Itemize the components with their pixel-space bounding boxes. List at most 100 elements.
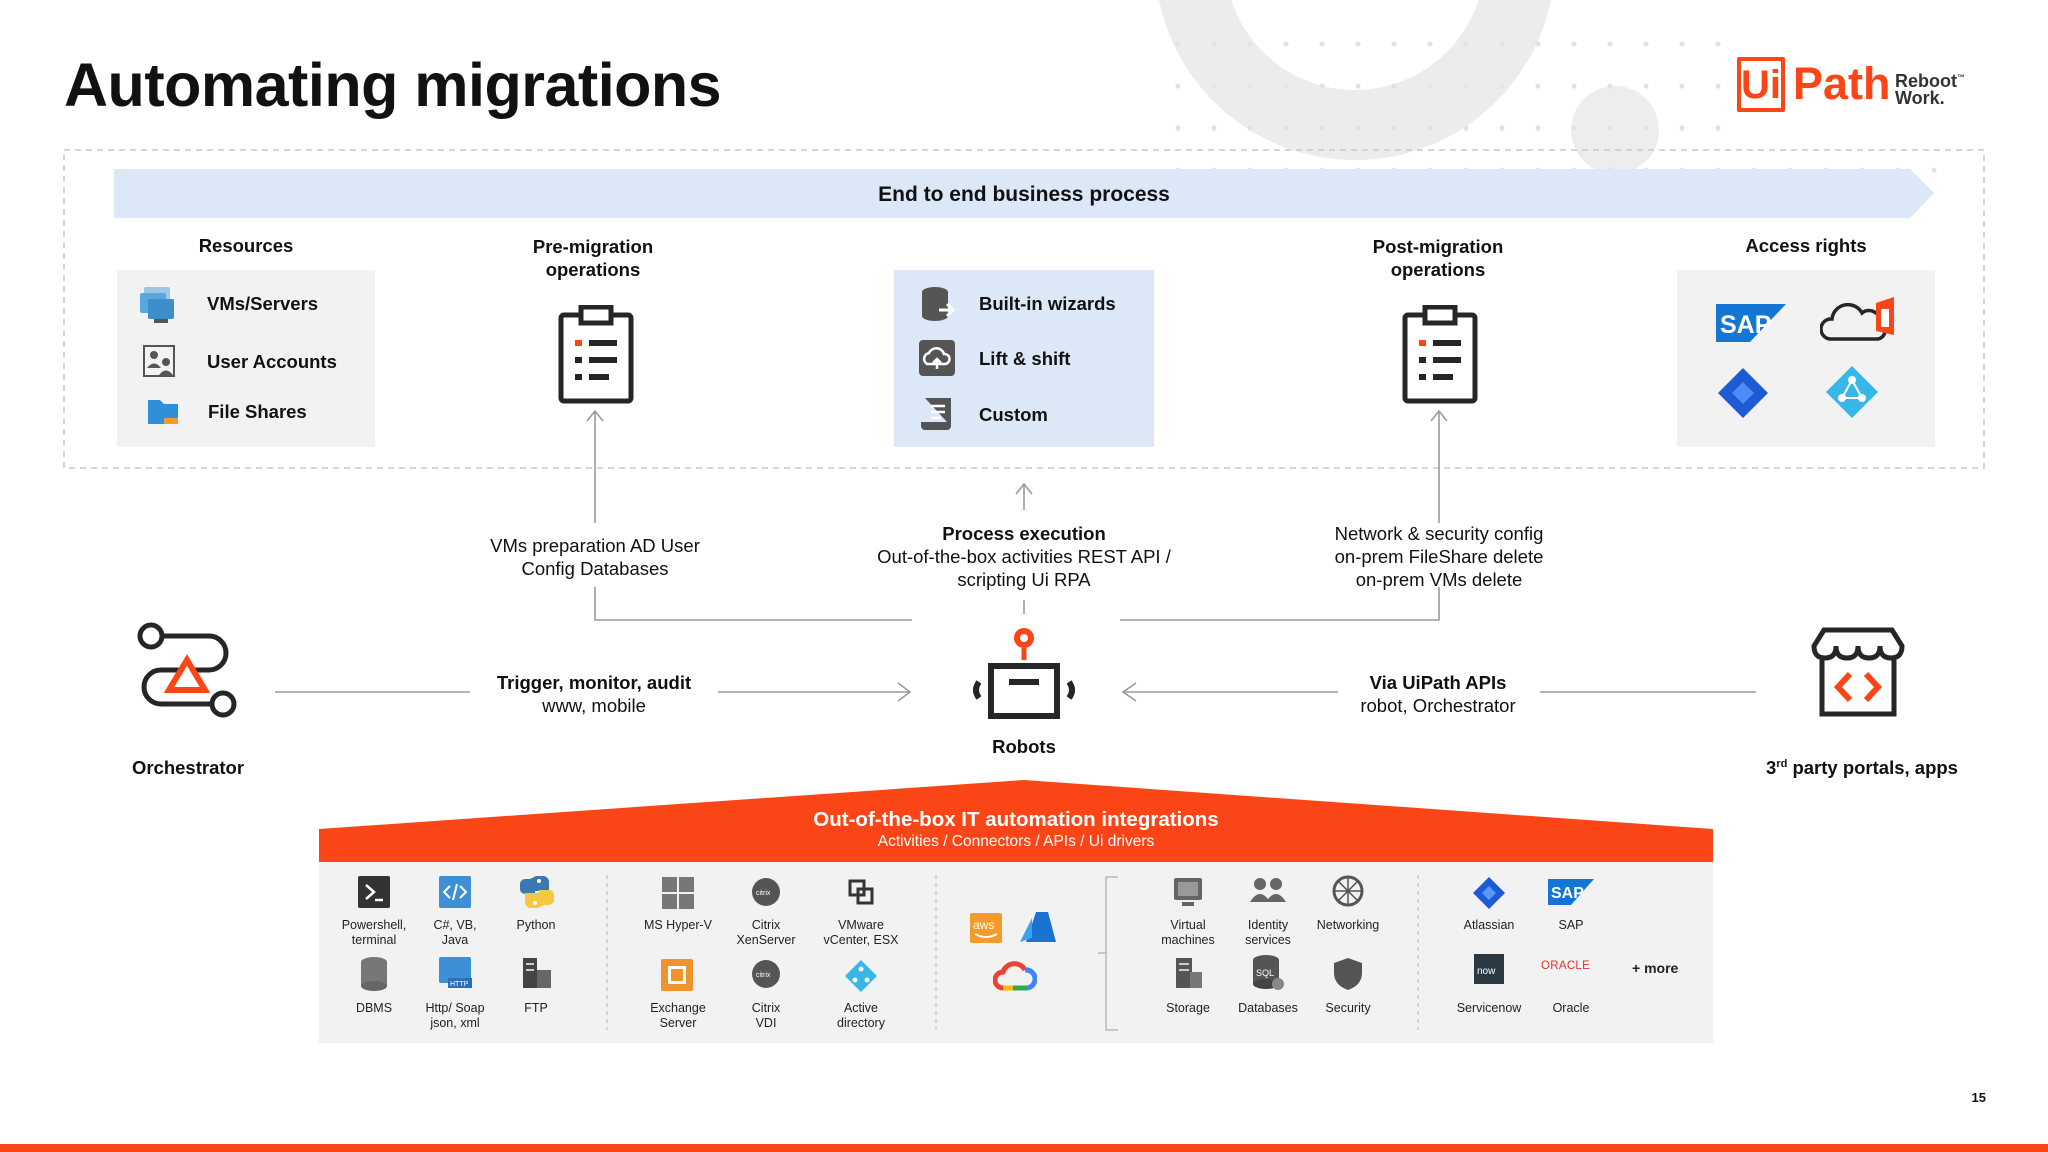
code-icon <box>439 876 471 908</box>
svg-text:SQL: SQL <box>1256 968 1274 978</box>
decor-dot <box>1535 125 1541 131</box>
integration-label: Networking <box>1316 918 1380 932</box>
integration-label: SAP <box>1558 918 1584 932</box>
vm-servers-icon <box>140 287 174 323</box>
servicenow-icon: now <box>1474 954 1504 984</box>
decor-dot <box>1175 41 1181 47</box>
python-icon <box>520 876 554 908</box>
decor-dot <box>1607 125 1613 131</box>
decor-dot <box>1283 83 1289 89</box>
footer-bar <box>0 1144 2048 1152</box>
method-built-in-wizards: Built-in wizards <box>979 293 1116 314</box>
decor-dot <box>1643 125 1649 131</box>
decor-dot <box>1355 41 1361 47</box>
decor-dot <box>1211 83 1217 89</box>
method-custom: Custom <box>979 404 1048 425</box>
decor-dot <box>1571 125 1577 131</box>
cloud-upload-icon <box>919 340 955 376</box>
file-shares-icon <box>148 400 178 424</box>
resource-file-shares: File Shares <box>208 401 307 422</box>
integration-label: DBMS <box>355 1001 393 1015</box>
azure-icon <box>1020 912 1056 942</box>
decor-dot <box>1247 125 1253 131</box>
sql-database-icon: SQL <box>1253 955 1284 990</box>
decor-dot <box>1535 83 1541 89</box>
dashed-frame <box>63 149 1985 469</box>
aws-icon: aws <box>970 913 1002 943</box>
citrix-icon: citrix <box>752 960 780 988</box>
exchange-icon <box>661 959 693 991</box>
decor-dot <box>1499 41 1505 47</box>
page-title: Automating migrations <box>64 51 722 119</box>
storefront-code-icon <box>1811 627 1905 717</box>
decor-dot <box>1391 125 1397 131</box>
jira-icon <box>1718 368 1768 418</box>
decor-dot <box>1571 83 1577 89</box>
virtual-machine-icon <box>1174 878 1202 906</box>
decor-dot <box>1643 83 1649 89</box>
decor-dot <box>1391 83 1397 89</box>
sap-icon: SAP <box>1548 879 1594 905</box>
decor-dot <box>1211 125 1217 131</box>
integration-label: Python <box>516 918 556 932</box>
networking-icon <box>1332 875 1364 907</box>
storage-icon <box>1176 958 1202 988</box>
decor-dot <box>1499 83 1505 89</box>
integration-label: Servicenow <box>1456 1001 1522 1015</box>
decor-dot <box>1247 41 1253 47</box>
cloud-office-icon <box>1820 297 1894 341</box>
citrix-icon: citrix <box>752 878 780 906</box>
http-icon: HTTP <box>439 957 472 988</box>
google-cloud-icon <box>993 961 1037 991</box>
decor-dot <box>1715 83 1721 89</box>
integrations-subtitle: Activities / Connectors / APIs / Ui driv… <box>877 833 1155 850</box>
decor-dot <box>1571 86 1659 174</box>
script-scroll-icon <box>921 398 951 430</box>
decor-dot <box>1427 83 1433 89</box>
decor-dot <box>1283 125 1289 131</box>
svg-text:SAP: SAP <box>1551 885 1584 902</box>
decor-dot <box>1571 41 1577 47</box>
decor-dot <box>1715 125 1721 131</box>
svg-text:SAP: SAP <box>1720 311 1771 339</box>
group-dividers <box>606 875 1419 1030</box>
svg-text:aws: aws <box>973 918 994 932</box>
decor-dot <box>1247 83 1253 89</box>
integration-label: Oracle <box>1552 1001 1590 1015</box>
database-icon <box>361 957 387 991</box>
decor-dot <box>1319 83 1325 89</box>
banner-arrow <box>114 169 1934 218</box>
clipboard-checklist-icon <box>1402 305 1478 404</box>
orchestrator-label: Orchestrator <box>131 757 245 778</box>
method-lift-shift: Lift & shift <box>979 348 1071 369</box>
integration-label: FTP <box>524 1001 548 1015</box>
decor-dot <box>1679 83 1685 89</box>
decor-dot <box>1211 41 1217 47</box>
ftp-icon <box>523 958 551 988</box>
cloud-bracket <box>1098 876 1118 1031</box>
decor-dot <box>1607 83 1613 89</box>
decor-dot <box>1355 83 1361 89</box>
decor-dot <box>1391 41 1397 47</box>
clipboard-checklist-icon <box>558 305 634 404</box>
robots-label: Robots <box>992 736 1056 757</box>
identity-icon <box>1250 878 1286 902</box>
banner-label: End to end business process <box>878 183 1170 206</box>
shield-icon <box>1334 958 1362 990</box>
access-rights-title: Access rights <box>1745 235 1867 256</box>
atlassian-icon <box>1473 877 1505 909</box>
integration-label: C#, VB,Java <box>433 918 477 947</box>
azure-ad-icon <box>1826 366 1878 418</box>
